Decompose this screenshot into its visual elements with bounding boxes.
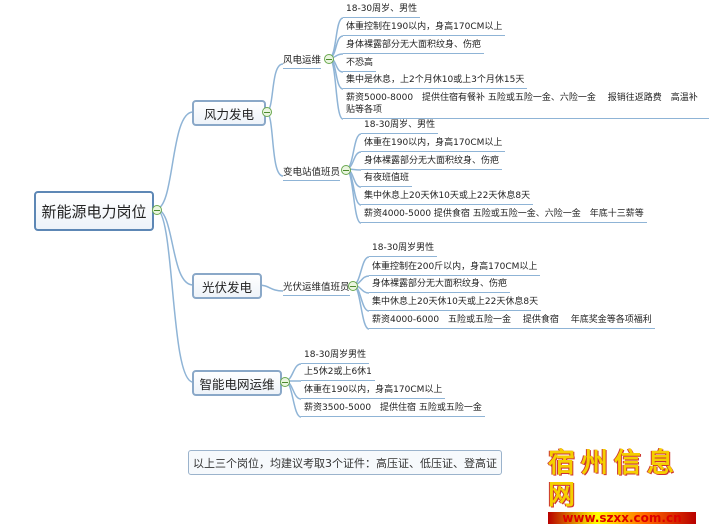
leaf-item[interactable]: 不恐高 [343,57,377,72]
node-wind-power[interactable]: 风力发电 [192,100,266,126]
node-label: 光伏发电 [201,279,252,295]
leaf-item[interactable]: 薪资5000-8000 提供住宿有餐补 五险或五险一金、六险一金 报销往返路费 … [343,92,709,119]
leaf-item[interactable]: 集中是休息，上2个月休10或上3个月休15天 [343,74,528,89]
leaf-item[interactable]: 身体裸露部分无大面积纹身、伤疤 [361,155,503,170]
root-label: 新能源电力岗位 [41,202,147,221]
leaf-item[interactable]: 薪资4000-6000 五险或五险一金 提供食宿 年底奖金等各项福利 [369,314,655,329]
node-substation-duty[interactable]: 变电站值班员 [283,164,341,181]
leaf-item[interactable]: 上5休2或上6休1 [301,366,375,381]
collapse-icon[interactable] [341,165,351,175]
leaf-item[interactable]: 有夜班值班 [361,172,413,187]
root-node[interactable]: 新能源电力岗位 [34,191,154,231]
leaf-item[interactable]: 体重控制在200斤以内，身高170CM以上 [369,261,541,276]
node-wind-ops[interactable]: 风电运维 [283,52,322,69]
leaf-item[interactable]: 身体裸露部分无大面积纹身、伤疤 [369,278,511,293]
node-label: 风力发电 [203,106,254,122]
node-smart-grid[interactable]: 智能电网运维 [192,370,282,396]
leaf-item[interactable]: 身体裸露部分无大面积纹身、伤疤 [343,39,485,54]
leaf-item[interactable]: 薪资3500-5000 提供住宿 五险或五险一金 [301,402,485,417]
collapse-icon[interactable] [324,54,334,64]
connector [328,17,344,59]
leaf-item[interactable]: 18-30周岁、男性 [361,119,439,134]
collapse-icon[interactable] [262,107,272,117]
leaf-item[interactable]: 18-30周岁男性 [369,242,438,257]
leaf-item[interactable]: 体重在190以内，身高170CM以上 [301,384,446,399]
collapse-icon[interactable] [152,205,162,215]
leaf-item[interactable]: 薪资4000-5000 提供食宿 五险或五险一金、六险一金 年底十三薪等 [361,208,647,223]
site-logo: 宿州信息网 www.szxx.com.cn [548,448,696,524]
leaf-item[interactable]: 集中休息上20天休10天或上22天休息8天 [361,190,534,205]
leaf-item[interactable]: 18-30周岁、男性 [343,3,421,18]
node-solar-duty[interactable]: 光伏运维值班员 [283,279,350,296]
collapse-icon[interactable] [348,281,358,291]
note-box: 以上三个岗位，均建议考取3个证件：高压证、低压证、登高证 [188,450,502,475]
node-solar-power[interactable]: 光伏发电 [192,273,262,299]
leaf-item[interactable]: 18-30周岁男性 [301,349,370,364]
leaf-item[interactable]: 集中休息上20天休10天或上22天休息8天 [369,296,542,311]
node-label: 智能电网运维 [199,376,275,392]
connector [352,284,370,330]
leaf-item[interactable]: 体重在190以内，身高170CM以上 [361,137,506,152]
collapse-icon[interactable] [280,377,290,387]
connector [345,133,362,170]
leaf-item[interactable]: 体重控制在190以内，身高170CM以上 [343,21,506,36]
